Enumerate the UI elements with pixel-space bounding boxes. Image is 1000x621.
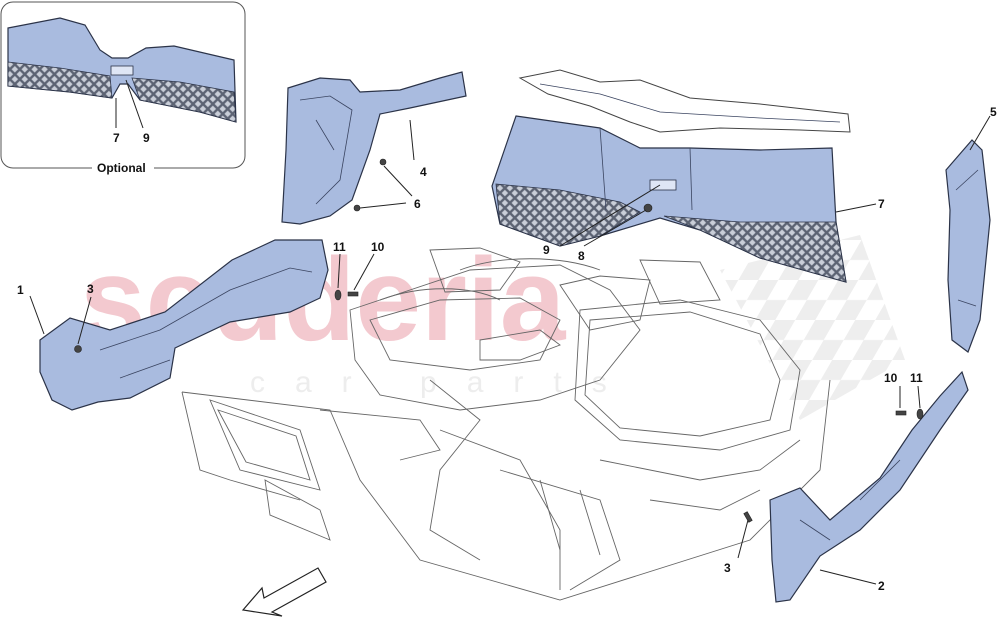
callout-5: 5 xyxy=(990,105,997,119)
callout-7: 7 xyxy=(878,197,885,211)
screw-6b-icon xyxy=(353,204,361,212)
callouts: 1 3 4 6 11 10 7 9 8 5 10 11 3 2 xyxy=(17,105,997,593)
callout-11-right: 11 xyxy=(910,371,923,385)
callout-4: 4 xyxy=(420,165,427,179)
front-direction-arrow-icon xyxy=(241,567,327,617)
inset-callout-9: 9 xyxy=(143,131,150,145)
part-4-pillar-trim xyxy=(281,71,467,225)
optional-inset: 7 9 Optional xyxy=(0,1,246,176)
leader-lines xyxy=(29,115,991,585)
part-1-sill-trim-left xyxy=(39,239,329,411)
callout-11-left: 11 xyxy=(333,240,346,254)
inset-mesh-left xyxy=(7,61,113,99)
part-7-mesh-left xyxy=(495,183,641,247)
part-5-pillar-trim-right xyxy=(945,139,991,353)
callout-3-right: 3 xyxy=(724,561,731,575)
screw-3-right-icon xyxy=(743,511,753,523)
screw-6a-icon xyxy=(379,158,387,166)
callout-1: 1 xyxy=(17,283,24,297)
clip-11-right-icon xyxy=(916,408,924,420)
inset-callout-7: 7 xyxy=(113,131,120,145)
clip-11-left-icon xyxy=(334,289,342,301)
inset-label-bg xyxy=(92,158,154,176)
callout-10-left: 10 xyxy=(371,240,385,254)
callout-6: 6 xyxy=(414,197,421,211)
callout-9: 9 xyxy=(543,243,550,257)
part-9-label-plate xyxy=(649,179,677,191)
part-2-sill-trim-right xyxy=(769,370,969,603)
callout-8: 8 xyxy=(578,249,585,263)
callout-2: 2 xyxy=(878,579,885,593)
part-7-mesh-right xyxy=(663,215,847,283)
vehicle-body-outline xyxy=(181,247,831,601)
hardware xyxy=(74,158,924,523)
inset-label: Optional xyxy=(97,161,146,175)
inset-mesh-right xyxy=(131,77,237,123)
watermark-sub: car parts xyxy=(250,366,637,399)
inset-label-plate xyxy=(110,65,134,76)
screw-3-left-icon xyxy=(74,345,82,353)
watermark-checker-flag xyxy=(720,235,905,420)
screw-10-left-icon xyxy=(347,291,359,297)
screw-10-right-icon xyxy=(895,410,907,416)
callout-3-left: 3 xyxy=(87,282,94,296)
callout-10-right: 10 xyxy=(884,371,898,385)
rear-trim-strip xyxy=(518,69,851,133)
